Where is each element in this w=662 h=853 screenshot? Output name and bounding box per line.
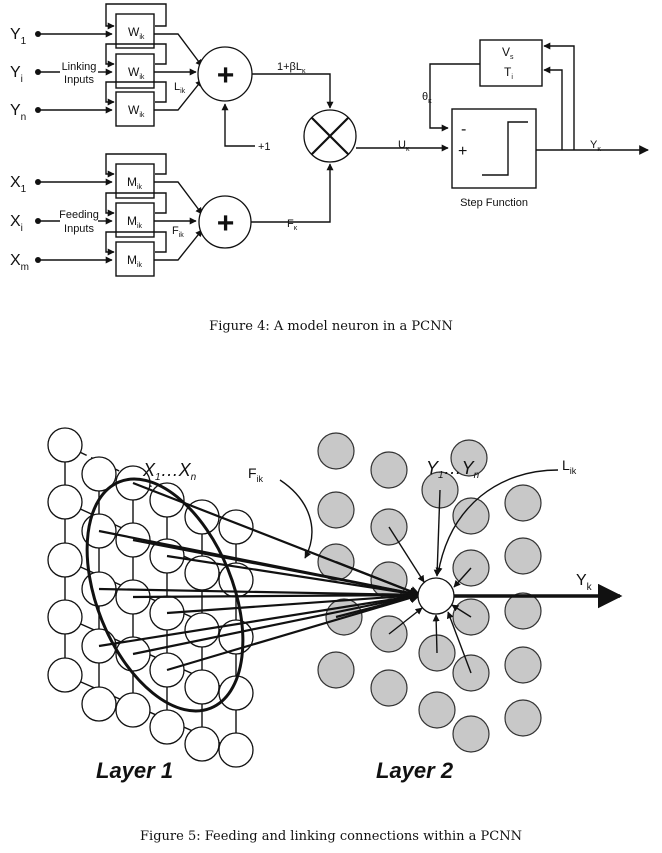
w-weight-boxes: Wik Wik Wik xyxy=(105,3,167,127)
step-minus-sign: - xyxy=(461,121,466,138)
input-yn-label: Yn xyxy=(10,102,26,123)
threshold-box xyxy=(479,39,543,87)
fig5-f-ik-label: Fik xyxy=(248,465,264,484)
input-yi-label: Yi xyxy=(10,64,23,85)
u-k-label: Uκ xyxy=(398,139,410,153)
layer-1-title: Layer 1 xyxy=(96,758,173,783)
feeding-input-labels: X1 Xi Xm xyxy=(10,174,29,273)
y-range-label: Y1…Yn xyxy=(426,458,480,481)
m-box-1-label: Mik xyxy=(127,175,143,191)
y-k-output-label: Yκ xyxy=(590,139,601,153)
w-box-2-label: Wik xyxy=(128,65,145,81)
plus-one-label: +1 xyxy=(258,141,271,153)
ti-label: Ti xyxy=(504,65,513,81)
input-xi-label: Xi xyxy=(10,213,23,234)
w-box-1-label: Wik xyxy=(128,25,145,41)
m-box-2-label: Mik xyxy=(127,214,143,230)
step-function-label: Step Function xyxy=(460,197,528,209)
linking-label-2: Inputs xyxy=(64,74,94,86)
input-y1-label: Y1 xyxy=(10,26,27,47)
figure-5: Yk Fik Lik X1…Xn Y1…Yn Layer 1 Layer 2 F… xyxy=(47,427,623,844)
figure-4: Y1 Yi Yn Linking Inputs Wik Wik Wik xyxy=(10,3,649,334)
w-box-3-label: Wik xyxy=(128,103,145,119)
feeding-label-1: Feeding xyxy=(59,209,99,221)
fig5-l-ik-label: Lik xyxy=(562,457,577,476)
step-plus-sign: + xyxy=(458,143,467,160)
input-x1-label: X1 xyxy=(10,174,27,195)
f-ik-pointer xyxy=(279,479,313,559)
x-range-label: X1…Xn xyxy=(142,460,197,483)
vs-label: Vs xyxy=(502,45,514,61)
feeding-sum-symbol: + xyxy=(216,207,234,240)
f-ik-label: Fik xyxy=(172,225,184,239)
l-ik-pointer xyxy=(435,469,559,575)
one-beta-l-label: 1+βLκ xyxy=(277,61,306,75)
receptive-field-ellipse xyxy=(85,477,245,713)
m-box-3 xyxy=(115,241,155,277)
layer-2-title: Layer 2 xyxy=(376,758,454,783)
w-box-3 xyxy=(115,91,155,127)
f-k-label: Fκ xyxy=(287,218,298,232)
theta-k-label: θκ xyxy=(422,91,432,105)
feeding-arrows xyxy=(98,481,422,672)
m-weight-boxes: Mik Mik Mik xyxy=(105,153,167,277)
figure-4-caption: Figure 4: A model neuron in a PCNN xyxy=(209,319,453,334)
l-ik-label: Lik xyxy=(174,81,186,95)
fig5-y-k-label: Yk xyxy=(576,572,593,593)
figure-5-caption: Figure 5: Feeding and linking connection… xyxy=(140,829,522,844)
linking-input-labels: Y1 Yi Yn xyxy=(10,26,27,123)
target-neuron xyxy=(417,577,455,615)
linking-arrows xyxy=(388,489,472,674)
w-box-1 xyxy=(115,13,155,49)
feeding-label-2: Inputs xyxy=(64,223,94,235)
linking-sum-symbol: + xyxy=(216,59,234,92)
input-xm-label: Xm xyxy=(10,252,29,273)
linking-label-1: Linking xyxy=(62,61,97,73)
m-box-3-label: Mik xyxy=(127,253,143,269)
